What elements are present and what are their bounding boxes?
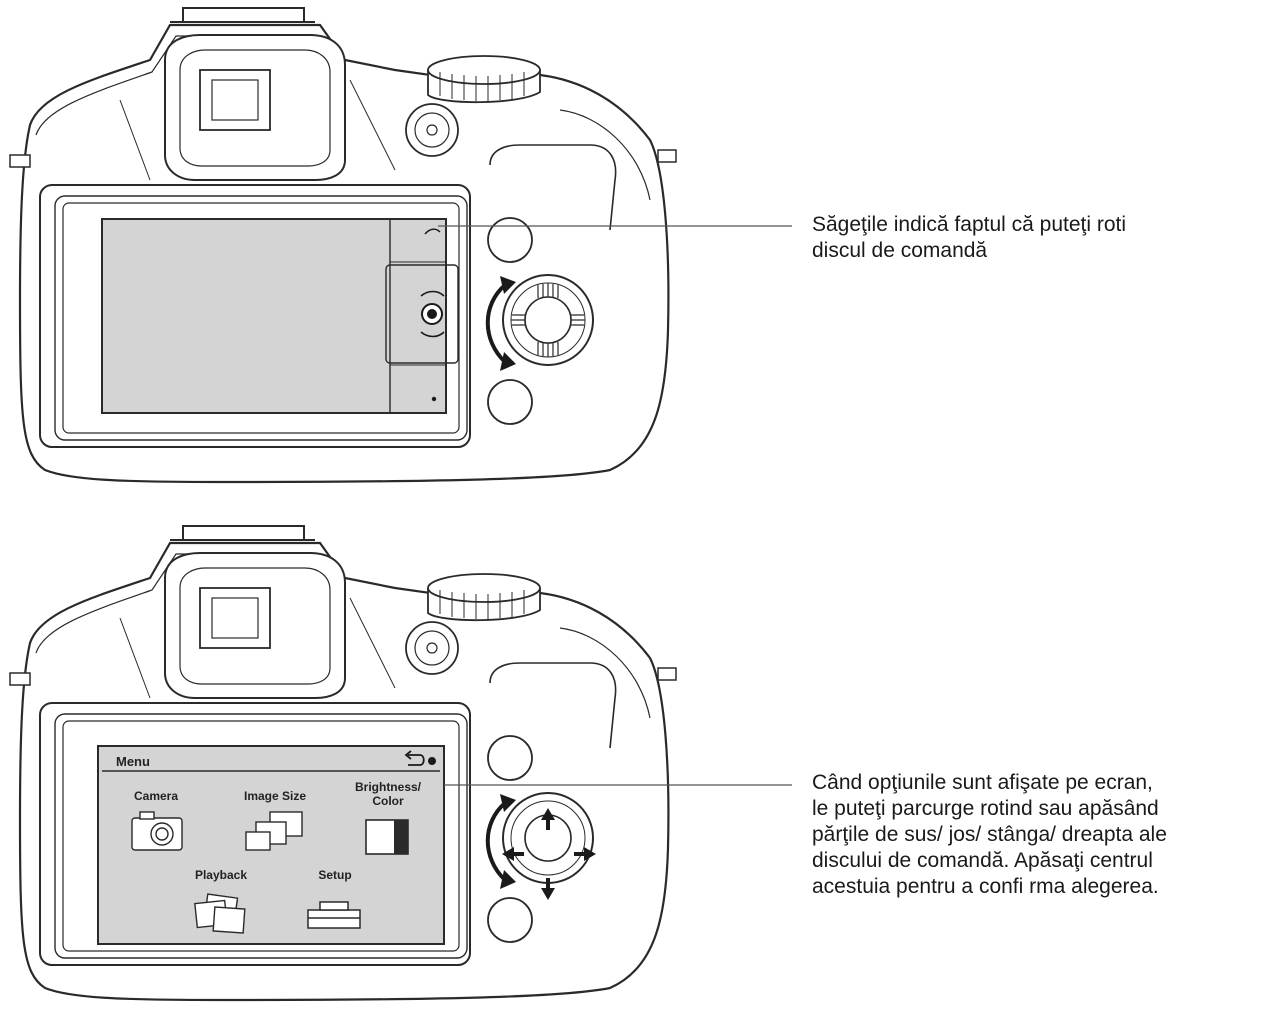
menu-item-playback: Playback xyxy=(195,868,247,882)
callout-2-line: discului de comandă. Apăsaţi centrul xyxy=(812,849,1153,872)
camera-icon xyxy=(131,811,183,851)
callout-2-line: Când opţiunile sunt afişate pe ecran, xyxy=(812,771,1153,794)
record-dot-icon xyxy=(428,757,436,765)
four-way-arrows-icon xyxy=(502,808,596,900)
menu-item-color: Color xyxy=(372,794,404,808)
callout-1-line: discul de comandă xyxy=(812,239,988,262)
rotate-dial-icon xyxy=(420,290,445,338)
callout-2-line: părţile de sus/ jos/ stânga/ dreapta ale xyxy=(812,823,1167,846)
dot-icon xyxy=(431,396,437,402)
callout-2-line: acestuia pentru a confi rma alegerea. xyxy=(812,875,1159,898)
playback-icon xyxy=(194,893,246,934)
camera-top xyxy=(8,6,792,484)
menu-item-image-size: Image Size xyxy=(244,789,306,803)
callout-dial-rotate: Săgeţile indică faptul că puteţi roti di… xyxy=(812,212,1242,264)
menu-item-brightness: Brightness/ xyxy=(355,780,422,794)
menu-title: Menu xyxy=(116,754,150,769)
callout-1-line: Săgeţile indică faptul că puteţi roti xyxy=(812,213,1127,236)
arrow-up-icon xyxy=(424,228,441,235)
image-size-icon xyxy=(245,811,303,851)
menu-item-setup: Setup xyxy=(318,868,351,882)
return-icon xyxy=(408,754,425,766)
setup-toolbox-icon xyxy=(307,901,361,929)
dial-guide-box xyxy=(385,264,459,364)
menu-screen: Menu Camera Image Size Brightness/ Color… xyxy=(97,745,445,945)
menu-item-camera: Camera xyxy=(134,789,178,803)
callout-menu-navigation: Când opţiunile sunt afişate pe ecran, le… xyxy=(812,770,1256,900)
lcd-screen-1 xyxy=(101,218,447,414)
callout-2-line: le puteţi parcurge rotind sau apăsând xyxy=(812,797,1159,820)
brightness-color-icon xyxy=(365,819,409,855)
